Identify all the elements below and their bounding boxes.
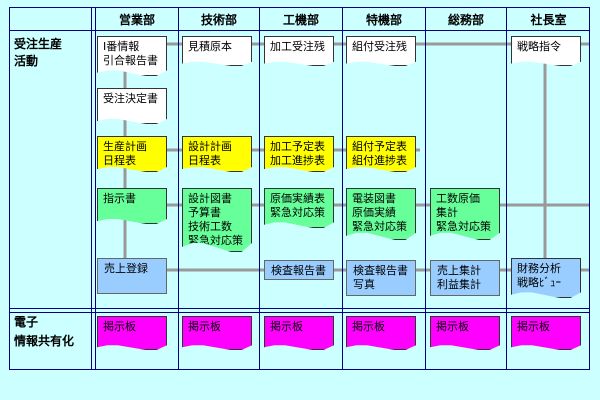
- doc-cost-actuals[interactable]: 原価実績表緊急対応策: [264, 188, 334, 228]
- column-header-president-office: 社長室: [530, 12, 567, 27]
- doc-machining-backlog[interactable]: 加工受注残: [264, 36, 334, 66]
- row-label-info-sharing: 電子 情報共有化: [14, 315, 75, 348]
- doc-sales-profit-summary[interactable]: 売上集計利益集計: [430, 260, 500, 296]
- doc-electrical-drawings[interactable]: 電装図書原価実績緊急対応策: [346, 188, 416, 240]
- doc-inquiry-report[interactable]: I番情報引合報告書: [97, 36, 167, 76]
- doc-labor-cost-summary[interactable]: 工数原価集計緊急対応策: [430, 188, 500, 240]
- table-lines: [9, 7, 590, 370]
- row-label-order-production: 受注生産 活動: [14, 37, 63, 68]
- column-header-engineering: 技術部: [200, 12, 237, 27]
- doc-design-plan[interactable]: 設計計画日程表: [182, 136, 252, 172]
- doc-design-drawings[interactable]: 設計図書予算書技術工数緊急対応策: [182, 188, 252, 252]
- doc-inspection-report-special[interactable]: 検査報告書写真: [346, 260, 416, 296]
- bulletin-board-special-machinery[interactable]: 掲示板: [346, 316, 416, 350]
- doc-assembly-schedule[interactable]: 組付予定表組付進捗表: [346, 136, 416, 172]
- column-header-special-machinery: 特機部: [365, 12, 402, 27]
- doc-strategy-directive[interactable]: 戦略指令: [511, 36, 581, 66]
- bulletin-board-general-affairs[interactable]: 掲示板: [430, 316, 500, 350]
- column-header-machining: 工機部: [282, 12, 319, 27]
- connector-lines: [97, 42, 590, 280]
- doc-instruction-sheet[interactable]: 指示書: [97, 188, 167, 224]
- bulletin-board-machining[interactable]: 掲示板: [264, 316, 334, 350]
- bulletin-board-sales[interactable]: 掲示板: [97, 316, 167, 350]
- doc-sales-registration[interactable]: 売上登録: [97, 258, 167, 294]
- column-header-sales: 営業部: [118, 12, 155, 27]
- doc-estimate-original[interactable]: 見積原本: [182, 36, 252, 66]
- column-header-general-affairs: 総務部: [447, 12, 484, 27]
- bulletin-board-engineering[interactable]: 掲示板: [182, 316, 252, 350]
- doc-order-decision[interactable]: 受注決定書: [97, 88, 167, 124]
- doc-machining-schedule[interactable]: 加工予定表加工進捗表: [264, 136, 334, 172]
- doc-assembly-backlog[interactable]: 組付受注残: [346, 36, 416, 66]
- doc-financial-analysis[interactable]: 財務分析戦略ﾋﾞｭｰ: [511, 258, 581, 298]
- doc-production-plan[interactable]: 生産計画日程表: [97, 136, 167, 172]
- doc-inspection-report-machining[interactable]: 検査報告書: [264, 260, 334, 280]
- bulletin-board-president-office[interactable]: 掲示板: [511, 316, 581, 350]
